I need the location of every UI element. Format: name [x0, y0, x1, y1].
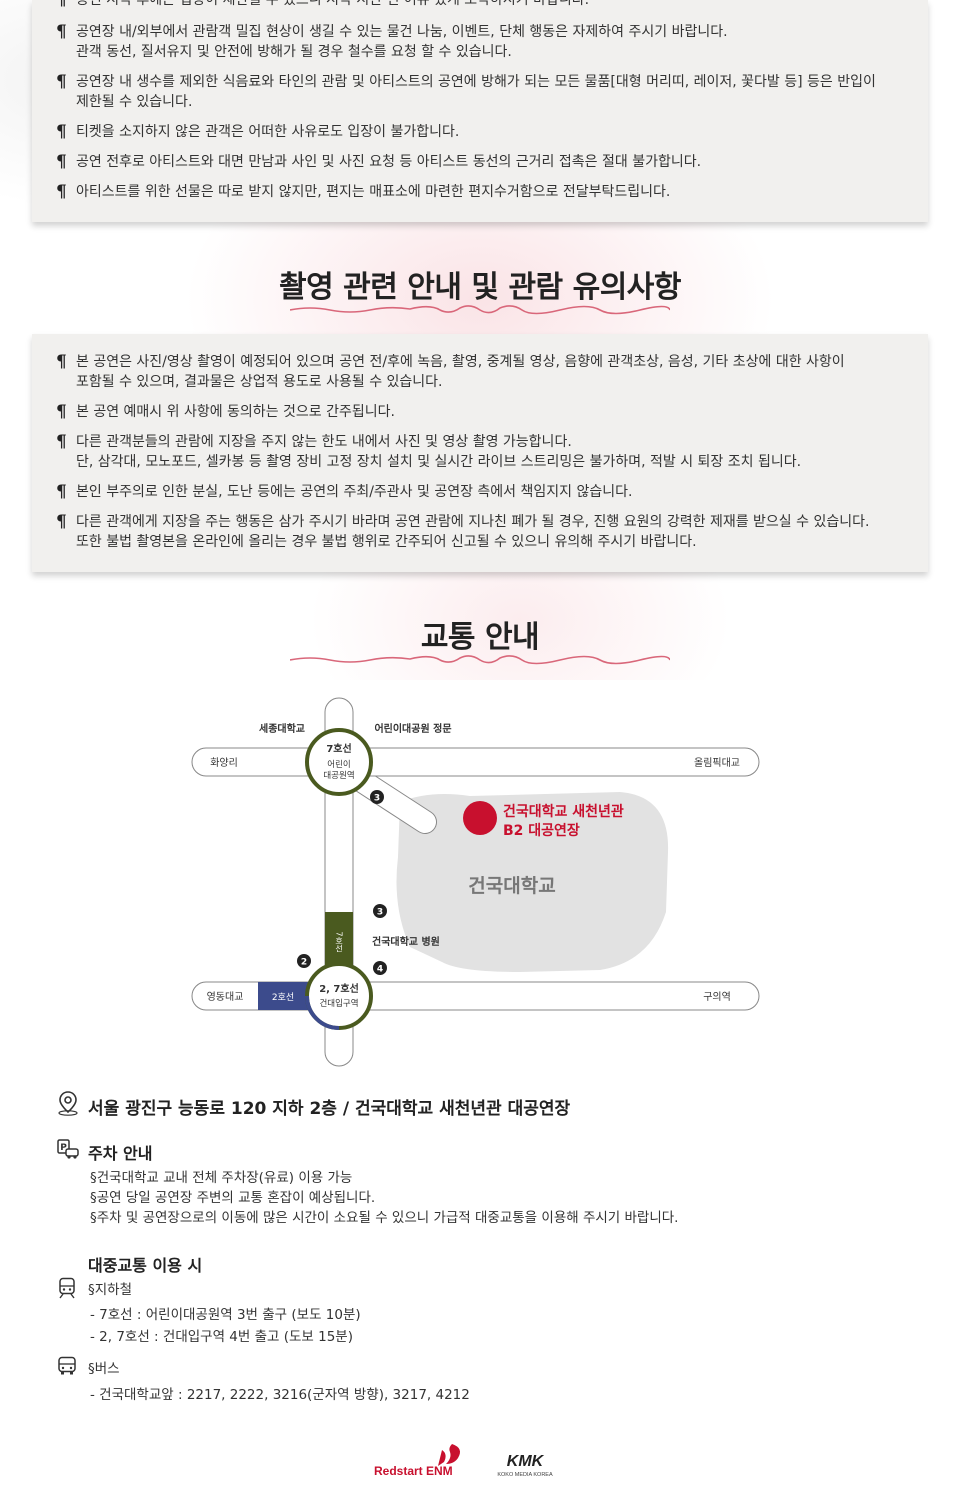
label-childpark-gate: 어린이대공원 정문 [374, 722, 451, 735]
svg-text:P: P [60, 1143, 67, 1153]
station-konkuk-line: 2, 7호선 [319, 982, 359, 995]
parking-heading: 주차 안내 [88, 1144, 153, 1163]
pilcrow-icon: ¶ [56, 122, 67, 142]
pilcrow-icon: ¶ [56, 402, 67, 422]
exit-marker [297, 954, 311, 968]
footer-logos: Redstart ENM KMK KOKO MEDIA KOREA [0, 1440, 960, 1490]
parking-line: §주차 및 공연장으로의 이동에 많은 시간이 소요될 수 있으니 가급적 대중… [90, 1210, 679, 1226]
station-childpark-line: 7호선 [326, 742, 351, 755]
pilcrow-icon: ¶ [56, 482, 67, 502]
public-transport-heading: 대중교통 이용 시 [88, 1256, 203, 1275]
pilcrow-icon: ¶ [56, 432, 67, 452]
line7-vertical-label: 7호선 [335, 931, 344, 952]
parking-icon: P [57, 1139, 79, 1159]
section-title-photo: 촬영 관련 안내 및 관람 유의사항 [278, 270, 682, 305]
svg-text:3: 3 [377, 908, 383, 918]
pilcrow-icon: ¶ [56, 512, 67, 532]
redstart-enm-logo: Redstart ENM [374, 1444, 460, 1478]
line2-segment [258, 982, 313, 1010]
parking-line: §건국대학교 교내 전체 주차장(유료) 이용 가능 [90, 1170, 353, 1186]
label-sejong: 세종대학교 [259, 722, 305, 735]
svg-text:Redstart ENM: Redstart ENM [374, 1464, 453, 1478]
label-guui: 구의역 [703, 991, 731, 1003]
pilcrow-icon: ¶ [56, 152, 67, 172]
koko-media-korea-logo: KMK KOKO MEDIA KOREA [497, 1453, 553, 1478]
subway-label: §지하철 [88, 1282, 133, 1298]
pilcrow-icon: ¶ [56, 22, 67, 42]
address-row: 서울 광진구 능동로 120 지하 2층 / 건국대학교 새천년관 대공연장 [56, 1090, 916, 1120]
notice-card-top: ¶ 공연 시작 후에는 입장이 제한될 수 있으니 시작 시간 전 여유 있게 … [32, 0, 928, 222]
label-olympic: 올림픽대교 [694, 757, 740, 769]
venue-marker [463, 801, 497, 835]
subway-line: - 2, 7호선 : 건대입구역 4번 출고 (도보 15분) [90, 1329, 353, 1345]
svg-text:4: 4 [377, 965, 383, 975]
pilcrow-icon: ¶ [56, 72, 67, 92]
station-childpark-name-2: 대공원역 [323, 770, 354, 781]
bus-label: §버스 [88, 1361, 120, 1377]
venue-name-1: 건국대학교 새천년관 [503, 803, 624, 820]
bus-line: - 건국대학교앞 : 2217, 2222, 3216(군자역 방향), 321… [90, 1387, 470, 1403]
pilcrow-icon: ¶ [56, 352, 67, 372]
svg-text:2: 2 [301, 958, 307, 968]
svg-text:KOKO MEDIA KOREA: KOKO MEDIA KOREA [497, 1472, 553, 1478]
parking-line: §공연 당일 공연장 주변의 교통 혼잡이 예상됩니다. [90, 1190, 376, 1206]
venue-address: 서울 광진구 능동로 120 지하 2층 / 건국대학교 새천년관 대공연장 [88, 1099, 571, 1119]
svg-text:KMK: KMK [507, 1453, 545, 1470]
label-hospital: 건국대학교 병원 [372, 935, 440, 948]
station-childpark-name-1: 어린이 [327, 759, 350, 770]
exit-marker [373, 904, 387, 918]
notice-card-photo: ¶ 본 공연은 사진/영상 촬영이 예정되어 있으며 공연 전/후에 녹음, 촬… [32, 334, 928, 572]
exit-marker [373, 961, 387, 975]
station-konkuk-name: 건대입구역 [319, 998, 358, 1009]
bus-icon [58, 1356, 76, 1375]
pilcrow-icon: ¶ [56, 0, 67, 10]
label-yeongdong: 영동대교 [207, 991, 244, 1003]
subway-icon [59, 1277, 75, 1299]
pilcrow-icon: ¶ [56, 182, 67, 202]
station-childpark [305, 728, 373, 796]
line2-label: 2호선 [272, 992, 294, 1003]
road-top [191, 747, 760, 777]
venue-name-2: B2 대공연장 [503, 822, 580, 839]
location-map: 7호선 2호선 7호선 어린이 대공원역 2, 7호선 건대입구역 세종대학교 … [191, 697, 760, 1067]
subway-line: - 7호선 : 어린이대공원역 3번 출구 (보도 10분) [90, 1307, 361, 1323]
svg-text:3: 3 [374, 794, 380, 804]
section-title-transport: 교통 안내 [420, 620, 540, 655]
label-hwayangri: 화양리 [210, 757, 238, 769]
label-university: 건국대학교 [468, 875, 555, 897]
title-underline-ornament [290, 305, 670, 315]
campus-area [396, 792, 669, 972]
title-underline-ornament [290, 655, 670, 665]
exit-marker [370, 790, 384, 804]
location-pin-icon [58, 1091, 78, 1116]
